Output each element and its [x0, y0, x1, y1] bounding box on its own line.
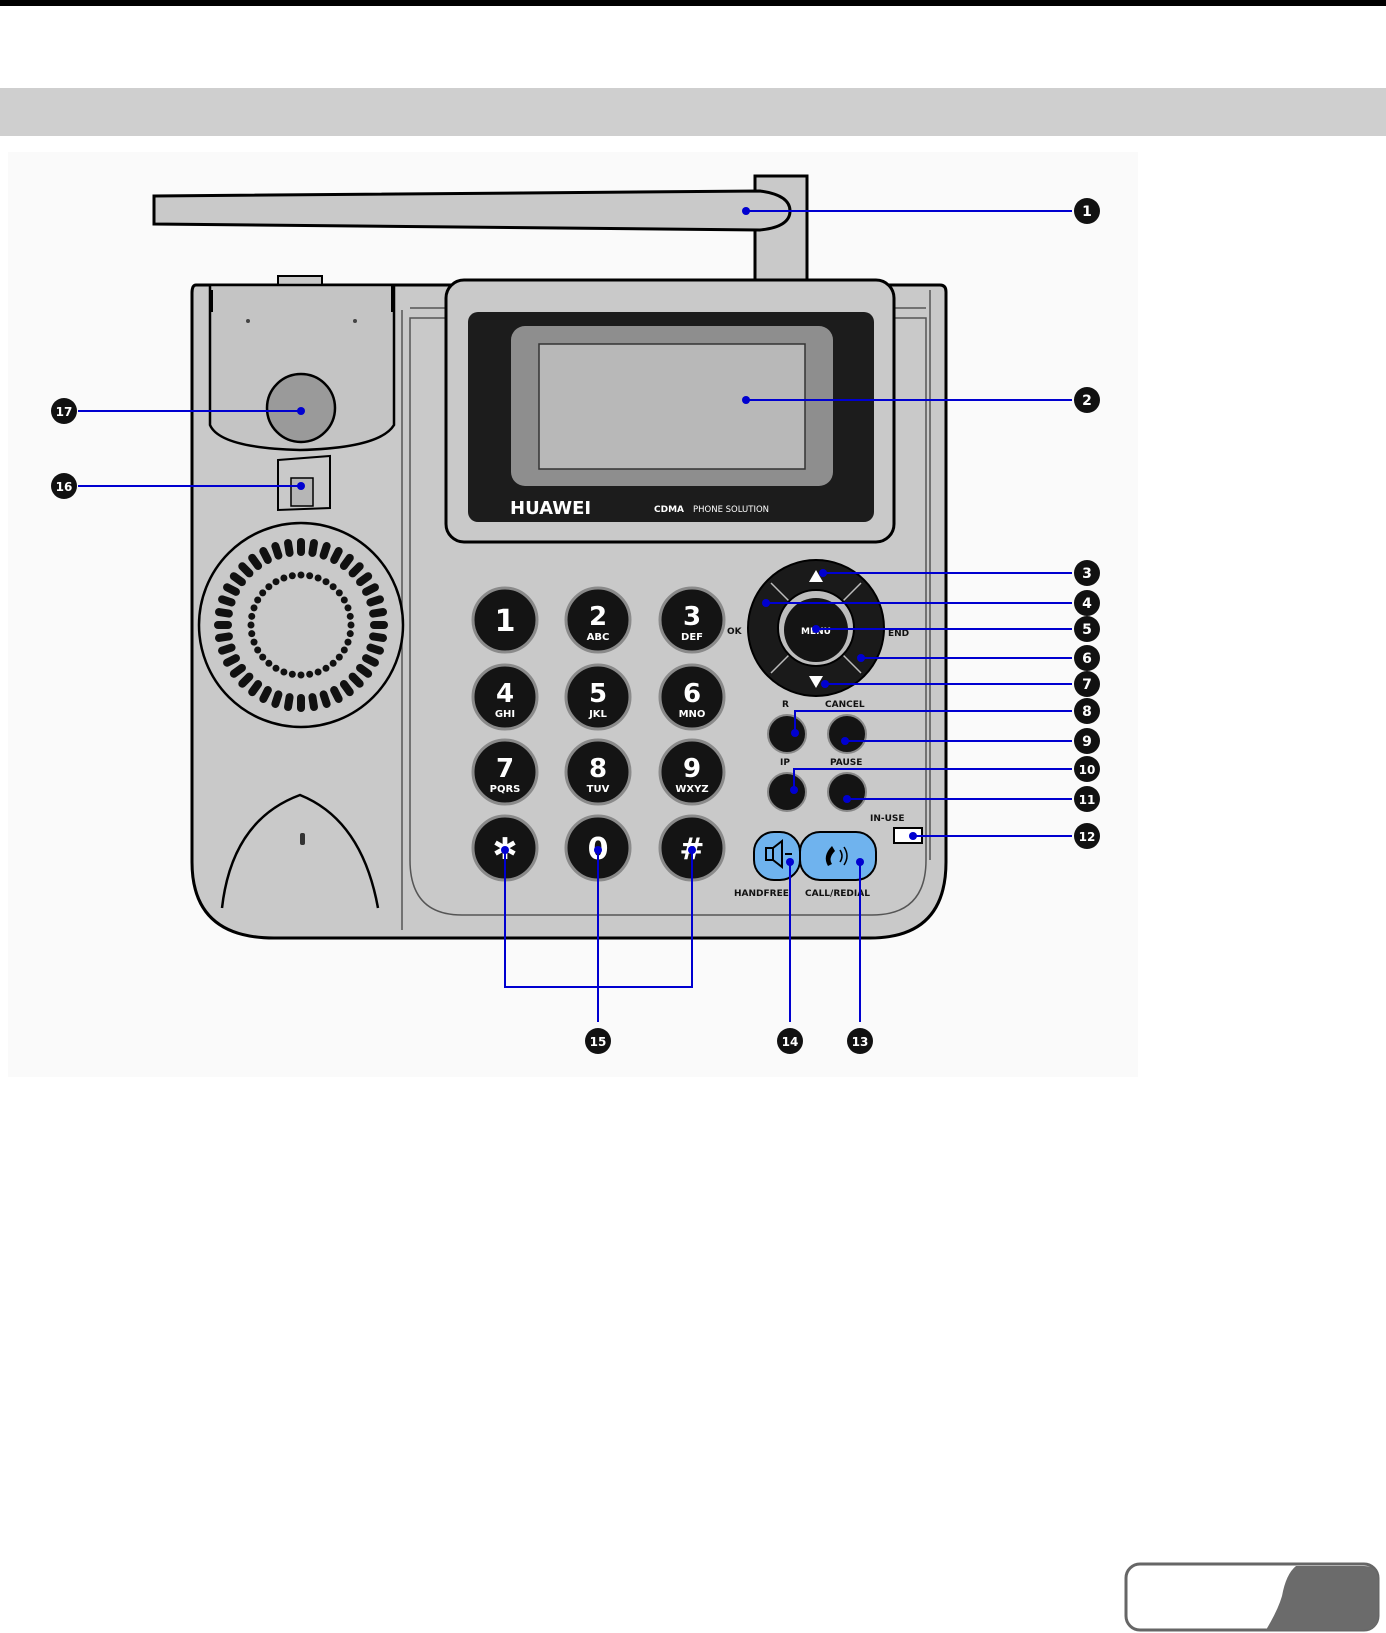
handset-clip[interactable]	[278, 456, 330, 510]
end-label: END	[888, 629, 909, 639]
speaker-grille	[199, 523, 403, 727]
r-key[interactable]	[768, 715, 806, 753]
callout-2: 2	[1074, 387, 1100, 413]
key-digit: 1	[495, 604, 516, 639]
svg-text:6: 6	[1082, 651, 1092, 667]
callout-8: 8	[1074, 698, 1100, 724]
callout-12: 12	[1074, 823, 1100, 849]
key-letters: MNO	[679, 709, 706, 720]
svg-text:9: 9	[1082, 734, 1092, 750]
svg-text:3: 3	[1082, 566, 1092, 582]
key-1[interactable]: 1	[473, 588, 537, 652]
svg-text:14: 14	[782, 1035, 799, 1049]
key-letters: PQRS	[490, 784, 521, 795]
callout-7: 7	[1074, 671, 1100, 697]
callout-13: 13	[847, 1028, 873, 1054]
svg-text:10: 10	[1079, 763, 1096, 777]
svg-text:7: 7	[1082, 677, 1092, 693]
key-letters: WXYZ	[675, 784, 708, 795]
callout-14: 14	[777, 1028, 803, 1054]
r-label: R	[782, 700, 789, 710]
key-letters: GHI	[495, 709, 515, 720]
callout-10: 10	[1074, 756, 1100, 782]
key-letters: DEF	[681, 632, 703, 643]
key-digit: 5	[589, 679, 607, 709]
callout-1: 1	[1074, 198, 1100, 224]
key-letters: TUV	[587, 784, 610, 795]
svg-text:5: 5	[1082, 622, 1092, 638]
ok-label: OK	[727, 627, 743, 637]
svg-text:16: 16	[56, 480, 73, 494]
pause-label: PAUSE	[830, 758, 862, 768]
phone-solution-tagline: PHONE SOLUTION	[693, 505, 769, 515]
svg-text:12: 12	[1079, 830, 1096, 844]
call-redial-key[interactable]	[800, 832, 876, 880]
handfree-key[interactable]	[754, 832, 800, 880]
pause-key[interactable]	[828, 773, 866, 811]
callout-5: 5	[1074, 616, 1100, 642]
callout-17: 17	[51, 398, 77, 424]
key-digit: 9	[683, 754, 701, 784]
svg-text:11: 11	[1079, 793, 1096, 807]
key-letters: JKL	[588, 709, 607, 720]
svg-text:2: 2	[1082, 393, 1092, 409]
key-digit: 8	[589, 754, 607, 784]
callout-16: 16	[51, 473, 77, 499]
ip-key[interactable]	[768, 773, 806, 811]
key-digit: 6	[683, 679, 701, 709]
key-digit: 4	[496, 679, 514, 709]
callout-11: 11	[1074, 786, 1100, 812]
brand-logo: HUAWEI	[510, 498, 591, 519]
lcd-screen	[539, 344, 805, 469]
ip-label: IP	[780, 758, 790, 768]
key-digit: 7	[496, 754, 514, 784]
callout-3: 3	[1074, 560, 1100, 586]
cancel-label: CANCEL	[825, 700, 865, 710]
callout-4: 4	[1074, 590, 1100, 616]
cdma-tagline: CDMA	[654, 505, 684, 515]
antenna	[154, 176, 807, 280]
key-digit: 2	[589, 602, 607, 632]
key-letters: ABC	[587, 632, 610, 643]
svg-text:13: 13	[852, 1035, 869, 1049]
svg-text:17: 17	[56, 405, 73, 419]
key-digit: 3	[683, 602, 701, 632]
callout-9: 9	[1074, 728, 1100, 754]
cancel-key[interactable]	[828, 715, 866, 753]
callout-15: 15	[585, 1028, 611, 1054]
svg-text:1: 1	[1082, 204, 1092, 220]
svg-text:4: 4	[1082, 596, 1092, 612]
in-use-label: IN-USE	[870, 814, 905, 824]
handfree-label: HANDFREE	[734, 889, 789, 899]
svg-text:15: 15	[590, 1035, 607, 1049]
svg-text:8: 8	[1082, 704, 1092, 720]
callout-6: 6	[1074, 645, 1100, 671]
